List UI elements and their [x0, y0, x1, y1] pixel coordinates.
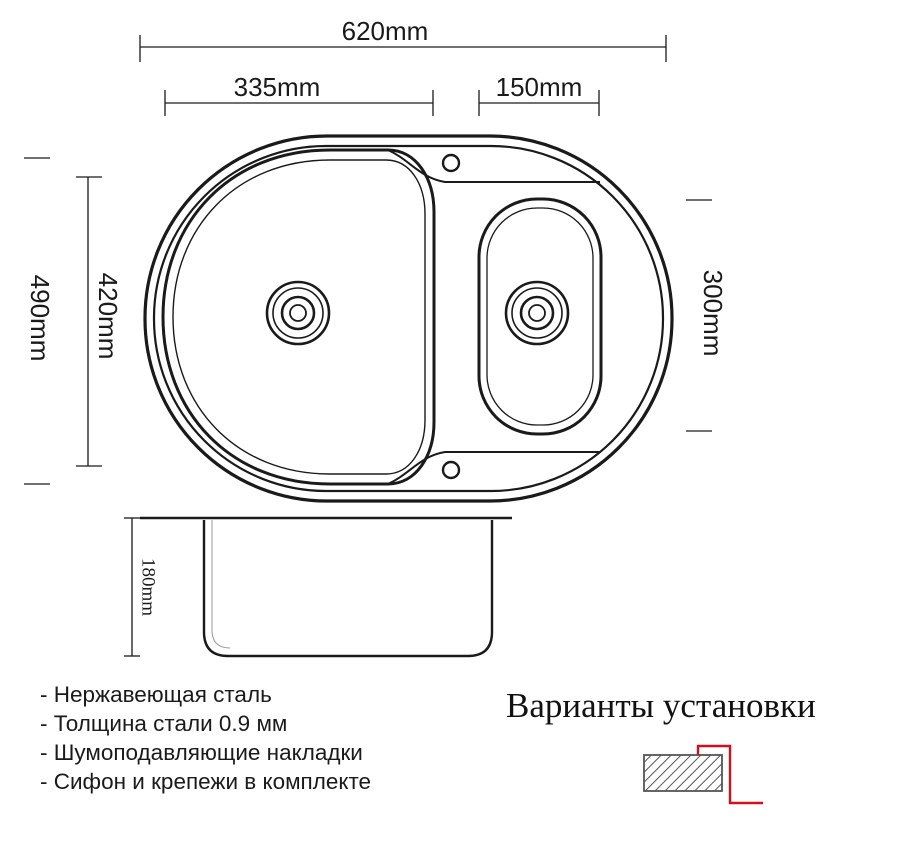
dimension-label-main-bowl-width: 335mm [234, 72, 321, 102]
feature-list: - Нержавеющая сталь - Толщина стали 0.9 … [40, 680, 371, 796]
sink-top-view [143, 134, 674, 503]
overflow-hole-bottom [441, 460, 461, 480]
top-ledge-line [387, 149, 600, 183]
small-bowl [477, 197, 603, 436]
dimension-main-bowl-width: 335mm [164, 72, 434, 116]
dimension-label-small-bowl-width: 150mm [496, 72, 583, 102]
feature-item: - Нержавеющая сталь [40, 682, 272, 707]
dimension-total-depth: 490mm [24, 157, 55, 485]
dimension-small-bowl-width: 150mm [478, 72, 600, 116]
main-bowl-inner-edge [172, 159, 426, 475]
feature-item: - Шумоподавляющие накладки [40, 740, 363, 765]
dimension-small-bowl-depth: 300mm [686, 199, 728, 432]
dimension-label-main-bowl-depth: 420mm [93, 273, 123, 360]
feature-item: - Сифон и крепежи в комплекте [40, 769, 372, 794]
dimension-label-total-width: 620mm [342, 16, 429, 46]
sink-outer-rim [143, 134, 674, 503]
overflow-hole-top [441, 153, 461, 173]
flush-mount-install-icon [643, 744, 763, 805]
dimension-label-bowl-height: 180mm [138, 558, 159, 616]
dimension-bowl-height: 180mm [124, 517, 159, 657]
dimension-main-bowl-depth: 420mm [76, 176, 123, 467]
small-bowl-inner-edge [486, 207, 594, 426]
dimension-total-width: 620mm [139, 16, 667, 62]
bottom-ledge-line [387, 451, 600, 485]
dimension-label-total-depth: 490mm [25, 275, 55, 362]
main-bowl [161, 148, 436, 486]
feature-item: - Толщина стали 0.9 мм [40, 711, 288, 736]
main-drain [265, 280, 331, 346]
small-drain [504, 280, 570, 346]
sink-side-profile [140, 516, 512, 658]
sink-inner-rim [152, 144, 665, 493]
dimension-label-small-bowl-depth: 300mm [698, 270, 728, 357]
installation-variants-title: Варианты установки [506, 686, 816, 725]
